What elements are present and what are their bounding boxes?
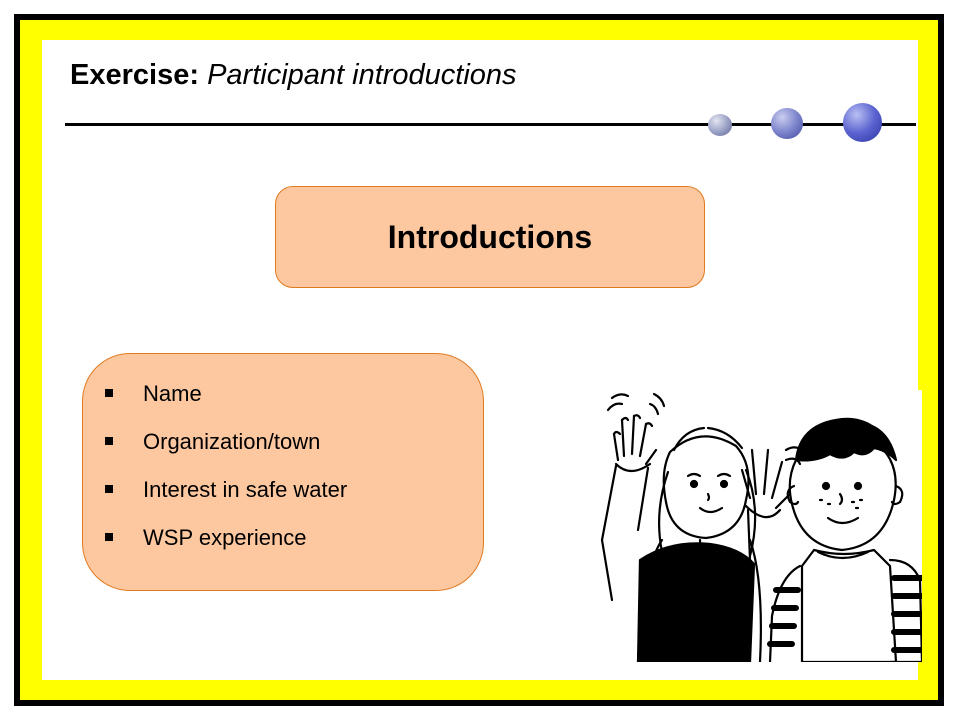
- list-item-label: WSP experience: [143, 525, 307, 550]
- title-divider: [65, 123, 916, 126]
- list-item-label: Interest in safe water: [143, 477, 348, 502]
- list-item-label: Name: [143, 381, 202, 406]
- introductions-label: Introductions: [387, 218, 593, 255]
- waving-children-drawing: [600, 392, 922, 662]
- decorative-dot-small-icon: [708, 114, 732, 136]
- decorative-dot-medium-icon: [771, 108, 803, 139]
- title-prefix: Exercise:: [70, 59, 199, 91]
- square-bullet-icon: [105, 485, 113, 494]
- list-item-label: Organization/town: [143, 429, 321, 454]
- topics-list: Name Organization/town Interest in safe …: [105, 379, 347, 571]
- square-bullet-icon: [105, 389, 113, 398]
- slide-title: Exercise: Participant introductions: [70, 58, 517, 93]
- title-main: Participant introductions: [207, 59, 517, 91]
- list-item: Organization/town: [105, 427, 347, 475]
- waving-children-illustration: [590, 390, 922, 662]
- square-bullet-icon: [105, 533, 113, 542]
- decorative-dot-large-icon: [843, 103, 882, 142]
- list-item: Name: [105, 379, 347, 427]
- list-item: Interest in safe water: [105, 475, 347, 523]
- introductions-box: Introductions: [275, 186, 705, 288]
- list-item: WSP experience: [105, 523, 347, 571]
- introduction-topics-box: Name Organization/town Interest in safe …: [82, 353, 484, 591]
- square-bullet-icon: [105, 437, 113, 446]
